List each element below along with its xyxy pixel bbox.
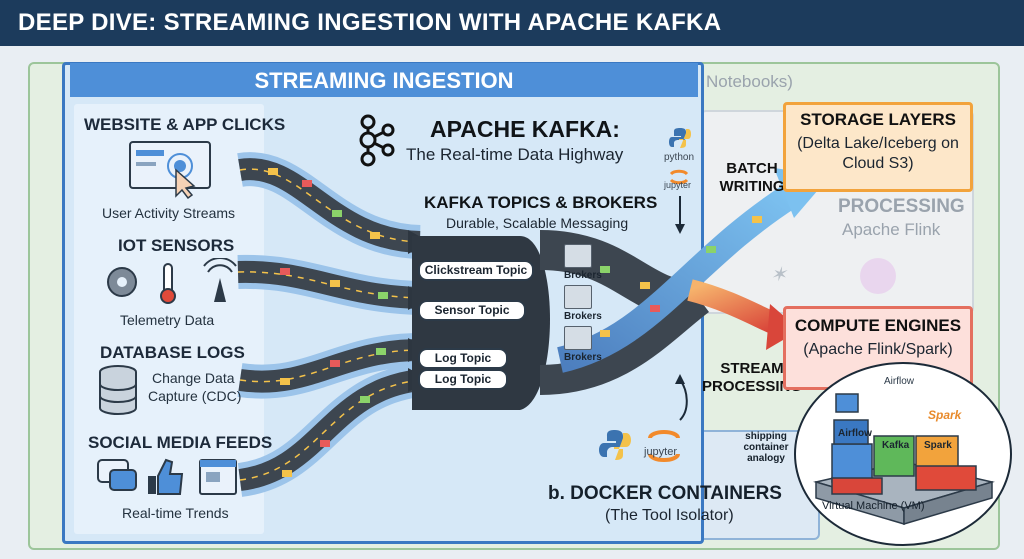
notebooks-ghost-label: Notebooks) bbox=[706, 72, 793, 91]
docker-containers-subtitle: (The Tool Isolator) bbox=[605, 507, 734, 524]
shipping-analogy-label: shipping container analogy bbox=[743, 431, 789, 464]
source-sub-social: Real-time Trends bbox=[122, 505, 229, 521]
chat-bubble-icon bbox=[97, 459, 137, 491]
jupyter-logo-bottom-icon bbox=[648, 430, 680, 462]
airflow-logo-label: Airflow bbox=[884, 376, 915, 387]
flink-ghost-icon bbox=[860, 258, 896, 294]
source-title-iot: IOT SENSORS bbox=[118, 236, 235, 255]
kafka-logo-icon bbox=[359, 114, 395, 167]
container-stack-illustration bbox=[813, 393, 995, 526]
source-title-database: DATABASE LOGS bbox=[100, 343, 245, 362]
source-sub-database-2: Capture (CDC) bbox=[148, 388, 242, 404]
browser-window-icon bbox=[199, 459, 237, 495]
topic-log-2: Log Topic bbox=[418, 369, 508, 390]
source-title-web-clicks: WEBSITE & APP CLICKS bbox=[84, 115, 286, 134]
stream-processing-label: STREAM PROCESSING bbox=[702, 360, 802, 396]
input-road-3 bbox=[237, 333, 421, 399]
page-title: DEEP DIVE: STREAMING INGESTION WITH APAC… bbox=[18, 9, 722, 36]
vm-label: Virtual Machine (VM) bbox=[822, 500, 925, 512]
compute-engines-subtitle: (Apache Flink/Spark) bbox=[803, 341, 953, 358]
spark-logo-label: Spark bbox=[928, 408, 962, 422]
broker-label-1: Brokers bbox=[564, 270, 602, 281]
input-road-2 bbox=[237, 254, 421, 315]
streaming-ingestion-title: STREAMING INGESTION bbox=[254, 68, 514, 93]
sensor-icons bbox=[107, 258, 237, 304]
processing-ghost-label: PROCESSING bbox=[838, 196, 965, 217]
streaming-ingestion-banner bbox=[70, 63, 698, 97]
jupyter-label-bottom: jupyter bbox=[644, 446, 678, 458]
kafka-subtitle: The Real-time Data Highway bbox=[406, 145, 624, 164]
database-icon bbox=[99, 365, 137, 415]
source-sub-database-1: Change Data bbox=[152, 370, 235, 386]
topic-sensor: Sensor Topic bbox=[418, 300, 526, 321]
storage-layers-title: STORAGE LAYERS bbox=[800, 110, 956, 129]
broker-server-3 bbox=[564, 326, 592, 350]
thumbs-up-icon bbox=[148, 458, 184, 495]
topic-clickstream: Clickstream Topic bbox=[418, 260, 534, 281]
broker-server-1 bbox=[564, 244, 592, 268]
topics-brokers-subtitle: Durable, Scalable Messaging bbox=[446, 215, 629, 231]
batch-writing-line1: BATCH bbox=[726, 160, 778, 177]
source-sub-iot: Telemetry Data bbox=[120, 312, 215, 328]
jupyter-label-top: jupyter bbox=[664, 180, 692, 190]
container-spark-label: Spark bbox=[924, 440, 952, 451]
jupyter-up-arrow bbox=[679, 379, 688, 421]
topic-log-1: Log Topic bbox=[418, 348, 508, 369]
input-road-4 bbox=[237, 363, 423, 497]
broker-label-2: Brokers bbox=[564, 311, 602, 322]
stream-processing-line1: STREAM bbox=[720, 360, 784, 377]
compute-engines-title: COMPUTE ENGINES bbox=[794, 316, 962, 335]
python-logo-bottom-icon bbox=[599, 430, 631, 460]
storage-layers-line2: Cloud S3) bbox=[842, 155, 914, 172]
container-airflow-label: Airflow bbox=[838, 428, 872, 439]
message-envelopes bbox=[268, 168, 762, 477]
antenna-icon bbox=[203, 258, 237, 302]
jupyter-logo-top-icon bbox=[669, 169, 689, 185]
source-sub-web-clicks: User Activity Streams bbox=[102, 205, 236, 221]
python-logo-icon bbox=[669, 128, 691, 148]
python-label: python bbox=[664, 152, 695, 163]
container-blue bbox=[831, 443, 873, 483]
kafka-title: APACHE KAFKA: bbox=[430, 116, 620, 142]
source-title-social: SOCIAL MEDIA FEEDS bbox=[88, 433, 273, 452]
input-road-1 bbox=[237, 152, 422, 259]
header-bar bbox=[0, 0, 1024, 46]
click-monitor-icon bbox=[129, 141, 211, 200]
social-icons bbox=[97, 458, 237, 495]
storage-layers-line1: (Delta Lake/Iceberg on bbox=[797, 135, 959, 152]
batch-writing-line2: WRITING bbox=[719, 178, 785, 195]
broker-label-3: Brokers bbox=[564, 352, 602, 363]
stream-processing-line2: PROCESSING bbox=[702, 378, 803, 395]
floating-container bbox=[835, 393, 859, 413]
batch-writing-label: BATCH WRITING bbox=[714, 160, 790, 196]
container-green bbox=[873, 435, 915, 477]
flink-ghost-label: Apache Flink bbox=[842, 220, 941, 239]
container-red bbox=[915, 465, 977, 491]
spark-ghost-icon: ✶ bbox=[770, 264, 787, 286]
docker-containers-title: b. DOCKER CONTAINERS bbox=[548, 483, 782, 504]
container-kafka-label: Kafka bbox=[882, 440, 910, 451]
broker-server-2 bbox=[564, 285, 592, 309]
topics-brokers-title: KAFKA TOPICS & BROKERS bbox=[424, 193, 658, 212]
storage-layers-box bbox=[783, 102, 973, 192]
